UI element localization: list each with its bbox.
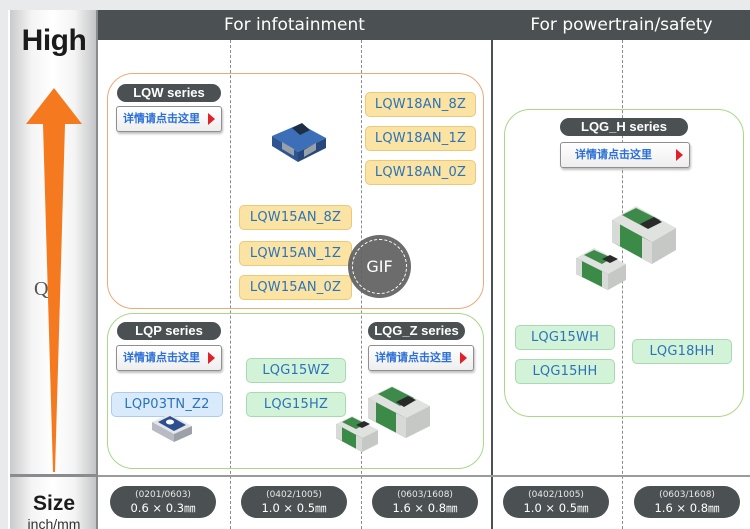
part-chip-lqw15an-8z[interactable]: LQW15AN_8Z xyxy=(239,205,352,230)
detail-button-label: 详情请点击这里 xyxy=(575,148,652,161)
axis-size-label: Size xyxy=(32,492,76,515)
q-axis-column: High Q Size inch/mm xyxy=(10,10,98,529)
lqg-z-detail-button[interactable]: 详情请点击这里 xyxy=(368,345,474,371)
size-inch-code: (0603/1608) xyxy=(659,490,715,500)
lqp-chip-image xyxy=(152,414,192,442)
column-divider xyxy=(622,40,623,529)
axis-divider xyxy=(10,474,98,477)
part-chip-lqp03tn-z2[interactable]: LQP03TN_Z2 xyxy=(111,392,223,417)
part-chip-lqg15wh[interactable]: LQG15WH xyxy=(515,325,615,350)
lqw-series-tag: LQW series xyxy=(117,84,221,102)
header-powertrain-safety: For powertrain/safety xyxy=(493,10,750,40)
size-pill-1005: (0402/1005) 1.0 × 0.5㎜ xyxy=(241,486,347,518)
lqg-h-chip-image xyxy=(576,206,676,290)
size-dimensions: 1.6 × 0.8㎜ xyxy=(654,501,720,515)
axis-unit-label: inch/mm xyxy=(27,516,81,529)
part-chip-lqg15hz[interactable]: LQG15HZ xyxy=(246,392,346,417)
size-dimensions: 0.6 × 0.3㎜ xyxy=(130,501,196,515)
part-chip-lqg15hh[interactable]: LQG15HH xyxy=(515,359,615,384)
q-up-arrow-icon xyxy=(26,88,82,472)
part-chip-lqg18hh[interactable]: LQG18HH xyxy=(632,339,732,364)
section-separator xyxy=(491,10,493,529)
lqw-inductor-image xyxy=(272,123,326,162)
part-chip-lqw15an-1z[interactable]: LQW15AN_1Z xyxy=(239,241,352,266)
axis-q-label: Q xyxy=(34,278,49,300)
lqg-h-detail-button[interactable]: 详情请点击这里 xyxy=(560,142,690,168)
lqw-detail-button[interactable]: 详情请点击这里 xyxy=(116,106,222,132)
size-inch-code: (0201/0603) xyxy=(135,490,191,500)
play-arrow-icon xyxy=(676,149,683,161)
size-dimensions: 1.0 × 0.5㎜ xyxy=(523,501,589,515)
play-arrow-icon xyxy=(208,113,215,125)
lqw-series-group xyxy=(107,73,484,309)
size-inch-code: (0402/1005) xyxy=(266,490,322,500)
size-pill-1608: (0603/1608) 1.6 × 0.8㎜ xyxy=(372,486,478,518)
size-row-divider xyxy=(98,475,750,477)
size-dimensions: 1.0 × 0.5㎜ xyxy=(261,501,327,515)
part-chip-lqw15an-0z[interactable]: LQW15AN_0Z xyxy=(239,275,352,300)
part-chip-lqw18an-1z[interactable]: LQW18AN_1Z xyxy=(365,126,476,151)
column-divider xyxy=(230,40,231,529)
detail-button-label: 详情请点击这里 xyxy=(123,351,200,364)
size-dimensions: 1.6 × 0.8㎜ xyxy=(392,501,458,515)
part-chip-lqw18an-8z[interactable]: LQW18AN_8Z xyxy=(365,92,476,117)
lqp-lqg-z-series-group xyxy=(107,313,484,469)
lqg-z-chip-image xyxy=(336,386,430,452)
gif-badge[interactable]: GIF xyxy=(348,235,411,298)
play-arrow-icon xyxy=(460,352,467,364)
size-pill-0603: (0201/0603) 0.6 × 0.3㎜ xyxy=(110,486,216,518)
detail-button-label: 详情请点击这里 xyxy=(123,112,200,125)
detail-button-label: 详情请点击这里 xyxy=(375,351,452,364)
size-inch-code: (0402/1005) xyxy=(528,490,584,500)
size-inch-code: (0603/1608) xyxy=(397,490,453,500)
header-infotainment: For infotainment xyxy=(98,10,491,40)
lqg-z-series-tag: LQG_Z series xyxy=(368,322,465,340)
part-chip-lqw18an-0z[interactable]: LQW18AN_0Z xyxy=(365,160,476,185)
play-arrow-icon xyxy=(208,352,215,364)
lqp-series-tag: LQP series xyxy=(117,322,221,340)
axis-high-label: High xyxy=(21,24,87,57)
size-pill-1608-powertrain: (0603/1608) 1.6 × 0.8㎜ xyxy=(634,486,740,518)
lqg-h-series-tag: LQG_H series xyxy=(560,118,688,136)
part-chip-lqg15wz[interactable]: LQG15WZ xyxy=(246,358,346,383)
lqp-detail-button[interactable]: 详情请点击这里 xyxy=(116,345,222,371)
size-pill-1005-powertrain: (0402/1005) 1.0 × 0.5㎜ xyxy=(503,486,609,518)
lqg-h-series-group xyxy=(504,109,744,417)
